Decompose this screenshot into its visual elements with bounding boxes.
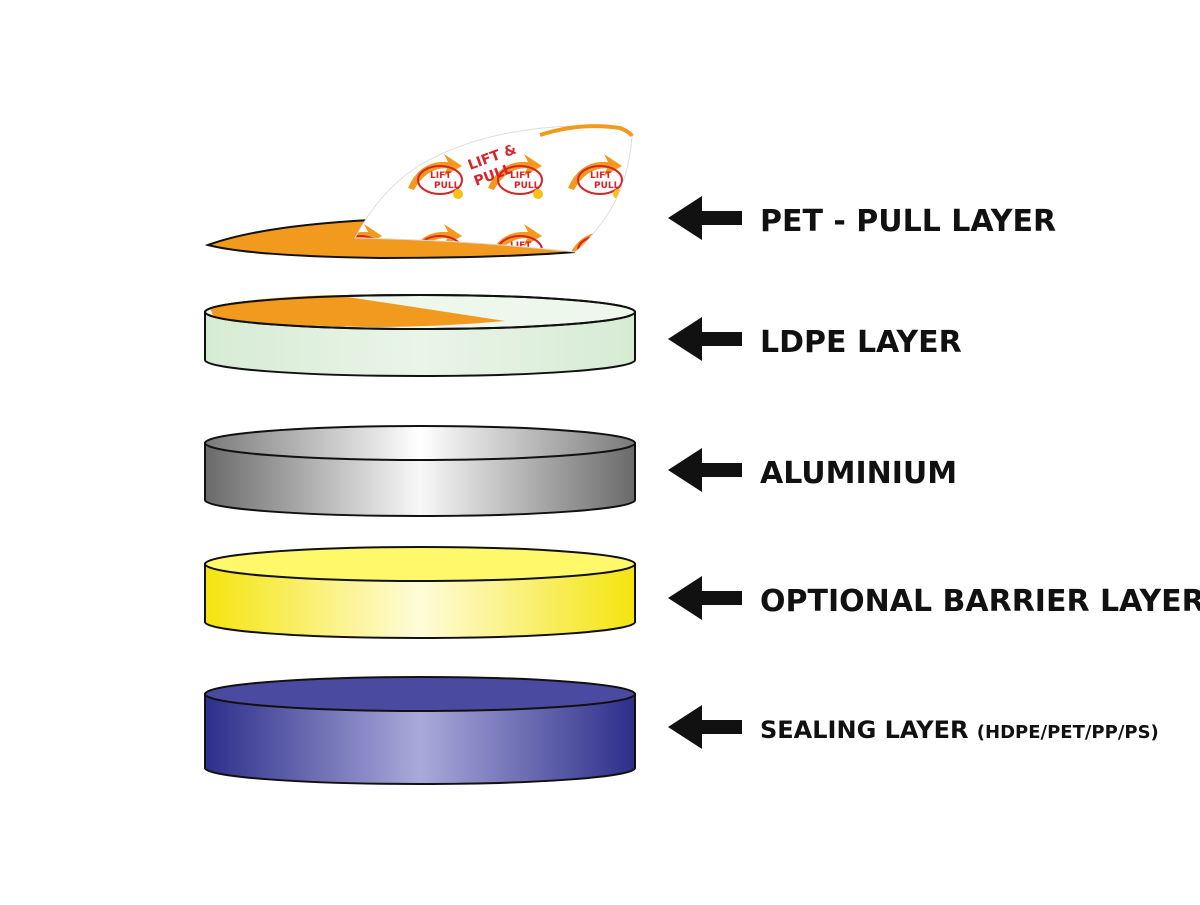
arrow-left-icon	[668, 576, 742, 620]
label-sealing-main: SEALING LAYER	[760, 716, 977, 744]
pet-pull-layer: LIFT & PULL	[204, 124, 634, 260]
pull-tab-edge	[539, 124, 634, 138]
label-row-sealing: SEALING LAYER (HDPE/PET/PP/PS)	[668, 705, 1159, 749]
label-pet-pull-layer: PET - PULL LAYER	[760, 204, 1056, 239]
sealing-top	[204, 676, 636, 712]
label-sealing-layer: SEALING LAYER (HDPE/PET/PP/PS)	[760, 716, 1159, 744]
sealing-side	[204, 693, 636, 785]
arrow-left-icon	[668, 317, 742, 361]
sealing-layer	[204, 676, 636, 785]
label-row-barrier: OPTIONAL BARRIER LAYER	[668, 576, 1200, 620]
pull-tab-printed	[354, 125, 633, 253]
aluminium-layer	[204, 425, 636, 517]
label-row-ldpe: LDPE LAYER	[668, 317, 962, 361]
aluminium-side	[204, 442, 636, 517]
ldpe-layer	[204, 294, 636, 377]
aluminium-top	[204, 425, 636, 461]
label-sealing-sub: (HDPE/PET/PP/PS)	[977, 722, 1159, 743]
label-aluminium: ALUMINIUM	[760, 456, 957, 491]
ldpe-orange-remnant	[210, 295, 505, 327]
label-ldpe-layer: LDPE LAYER	[760, 325, 962, 360]
optional-barrier-layer	[204, 546, 636, 639]
barrier-side	[204, 563, 636, 639]
arrow-left-icon	[668, 448, 742, 492]
arrow-left-icon	[668, 196, 742, 240]
barrier-top	[204, 546, 636, 582]
arrow-left-icon	[668, 705, 742, 749]
layer-labels: PET - PULL LAYER LDPE LAYER ALUMINIUM OP…	[668, 196, 1200, 749]
label-row-aluminium: ALUMINIUM	[668, 448, 957, 492]
label-row-pet: PET - PULL LAYER	[668, 196, 1056, 240]
label-optional-barrier-layer: OPTIONAL BARRIER LAYER	[760, 584, 1200, 619]
ldpe-side	[204, 311, 636, 377]
